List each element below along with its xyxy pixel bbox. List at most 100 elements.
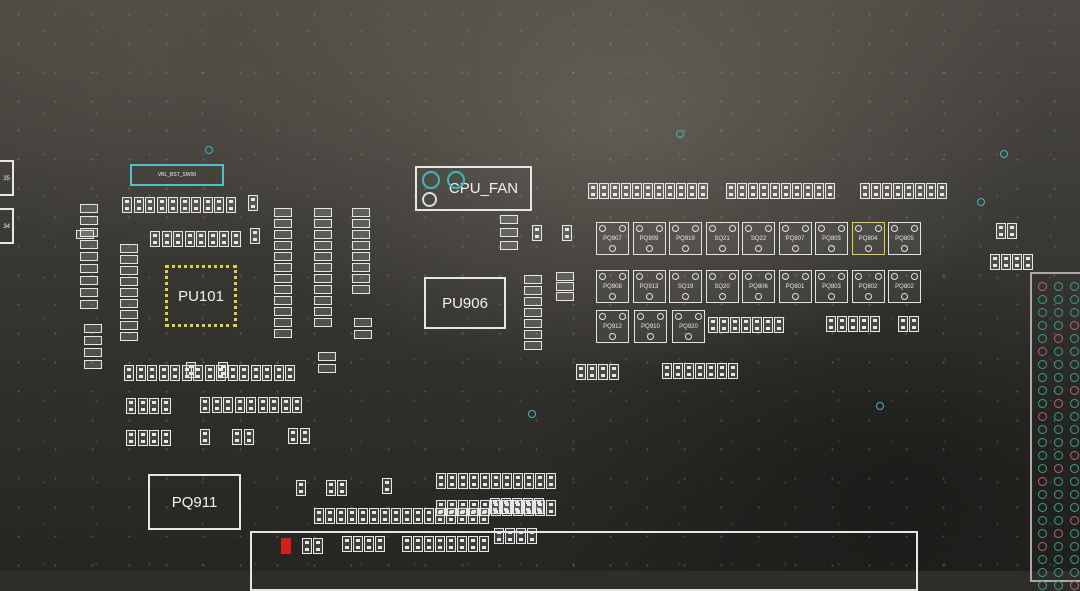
smd-pad[interactable] [491, 473, 501, 489]
smd-pad[interactable] [274, 318, 292, 327]
smd-pad[interactable] [158, 365, 169, 381]
smd-pad[interactable] [173, 231, 183, 247]
smd-pad[interactable] [523, 498, 533, 514]
smd-pad[interactable] [490, 498, 500, 514]
smd-pad[interactable] [687, 183, 697, 199]
via[interactable] [528, 410, 536, 418]
pq911-chip[interactable]: PQ911 [148, 474, 241, 530]
mosfet-pq802[interactable]: PQ802 [851, 270, 885, 303]
smd-pad[interactable] [446, 508, 456, 524]
smd-pad[interactable] [280, 397, 291, 413]
smd-pad[interactable] [120, 244, 138, 253]
smd-pad[interactable] [170, 365, 180, 381]
smd-pad[interactable] [352, 252, 370, 261]
mosfet-pq912[interactable]: PQ912 [596, 310, 629, 343]
smd-pad[interactable] [325, 508, 335, 524]
smd-pad[interactable] [120, 255, 138, 264]
smd-pad[interactable] [621, 183, 631, 199]
smd-pad[interactable] [610, 183, 620, 199]
smd-pad[interactable] [774, 317, 784, 333]
smd-pad[interactable] [274, 263, 292, 272]
smd-pad[interactable] [120, 332, 138, 341]
smd-pad[interactable] [168, 197, 178, 213]
smd-pad[interactable] [532, 225, 542, 241]
via[interactable] [876, 402, 884, 410]
smd-pad[interactable] [318, 364, 336, 373]
smd-pad[interactable] [326, 480, 336, 496]
mosfet-pq908[interactable]: PQ908 [596, 270, 629, 303]
smd-pad[interactable] [457, 536, 467, 552]
smd-pad[interactable] [314, 296, 332, 305]
smd-pad[interactable] [413, 508, 423, 524]
smd-pad[interactable] [156, 197, 167, 213]
smd-pad[interactable] [191, 197, 201, 213]
smd-pad[interactable] [352, 230, 370, 239]
smd-pad[interactable] [126, 430, 136, 446]
smd-pad[interactable] [706, 363, 716, 379]
smd-pad[interactable] [232, 429, 242, 445]
smd-pad[interactable] [160, 398, 171, 414]
smd-pad[interactable] [500, 215, 518, 224]
smd-pad[interactable] [214, 197, 224, 213]
smd-pad[interactable] [524, 308, 542, 317]
smd-pad[interactable] [160, 430, 171, 446]
via[interactable] [205, 146, 213, 154]
smd-pad[interactable] [500, 228, 518, 237]
smd-pad[interactable] [314, 274, 332, 283]
smd-pad[interactable] [468, 508, 478, 524]
smd-pad[interactable] [369, 508, 379, 524]
smd-pad[interactable] [84, 348, 102, 357]
smd-pad[interactable] [274, 274, 292, 283]
smd-pad[interactable] [937, 183, 947, 199]
smd-pad[interactable] [996, 223, 1006, 239]
smd-pad[interactable] [770, 183, 780, 199]
smd-pad[interactable] [227, 365, 238, 381]
mosfet-pq909[interactable]: PQ909 [632, 222, 666, 255]
smd-pad[interactable] [676, 183, 686, 199]
smd-pad[interactable] [556, 272, 574, 281]
smd-pad[interactable] [274, 219, 292, 228]
mosfet-pq805[interactable]: PQ805 [888, 222, 921, 255]
smd-pad[interactable] [435, 536, 445, 552]
smd-pad[interactable] [80, 216, 98, 225]
smd-pad[interactable] [436, 473, 446, 489]
smd-pad[interactable] [211, 397, 222, 413]
smd-pad[interactable] [314, 241, 332, 250]
smd-pad[interactable] [80, 288, 98, 297]
smd-pad[interactable] [133, 197, 144, 213]
smd-pad[interactable] [673, 363, 683, 379]
smd-pad[interactable] [909, 316, 919, 332]
smd-pad[interactable] [501, 498, 511, 514]
smd-pad[interactable] [150, 231, 160, 247]
smd-pad[interactable] [468, 536, 478, 552]
smd-pad[interactable] [546, 473, 556, 489]
smd-pad[interactable] [336, 508, 346, 524]
smd-pad[interactable] [391, 508, 401, 524]
smd-pad[interactable] [137, 398, 148, 414]
smd-pad[interactable] [219, 231, 229, 247]
smd-pad[interactable] [193, 365, 203, 381]
smd-pad[interactable] [546, 500, 556, 516]
smd-pad[interactable] [292, 397, 302, 413]
via[interactable] [676, 130, 684, 138]
mosfet-pq910[interactable]: PQ910 [634, 310, 667, 343]
smd-pad[interactable] [588, 183, 598, 199]
smd-pad[interactable] [741, 317, 751, 333]
smd-pad[interactable] [837, 316, 847, 332]
smd-pad[interactable] [848, 316, 858, 332]
smd-pad[interactable] [915, 183, 925, 199]
smd-pad[interactable] [120, 288, 138, 297]
smd-pad[interactable] [500, 241, 518, 250]
smd-pad[interactable] [126, 398, 136, 414]
smd-pad[interactable] [556, 292, 574, 301]
smd-pad[interactable] [792, 183, 802, 199]
smd-pad[interactable] [527, 528, 537, 544]
mosfet-pq807[interactable]: PQ807 [778, 222, 812, 255]
smd-pad[interactable] [457, 508, 467, 524]
smd-pad[interactable] [524, 319, 542, 328]
smd-pad[interactable] [479, 508, 489, 524]
smd-pad[interactable] [145, 197, 155, 213]
smd-pad[interactable] [763, 317, 773, 333]
smd-pad[interactable] [364, 536, 374, 552]
smd-pad[interactable] [860, 183, 870, 199]
